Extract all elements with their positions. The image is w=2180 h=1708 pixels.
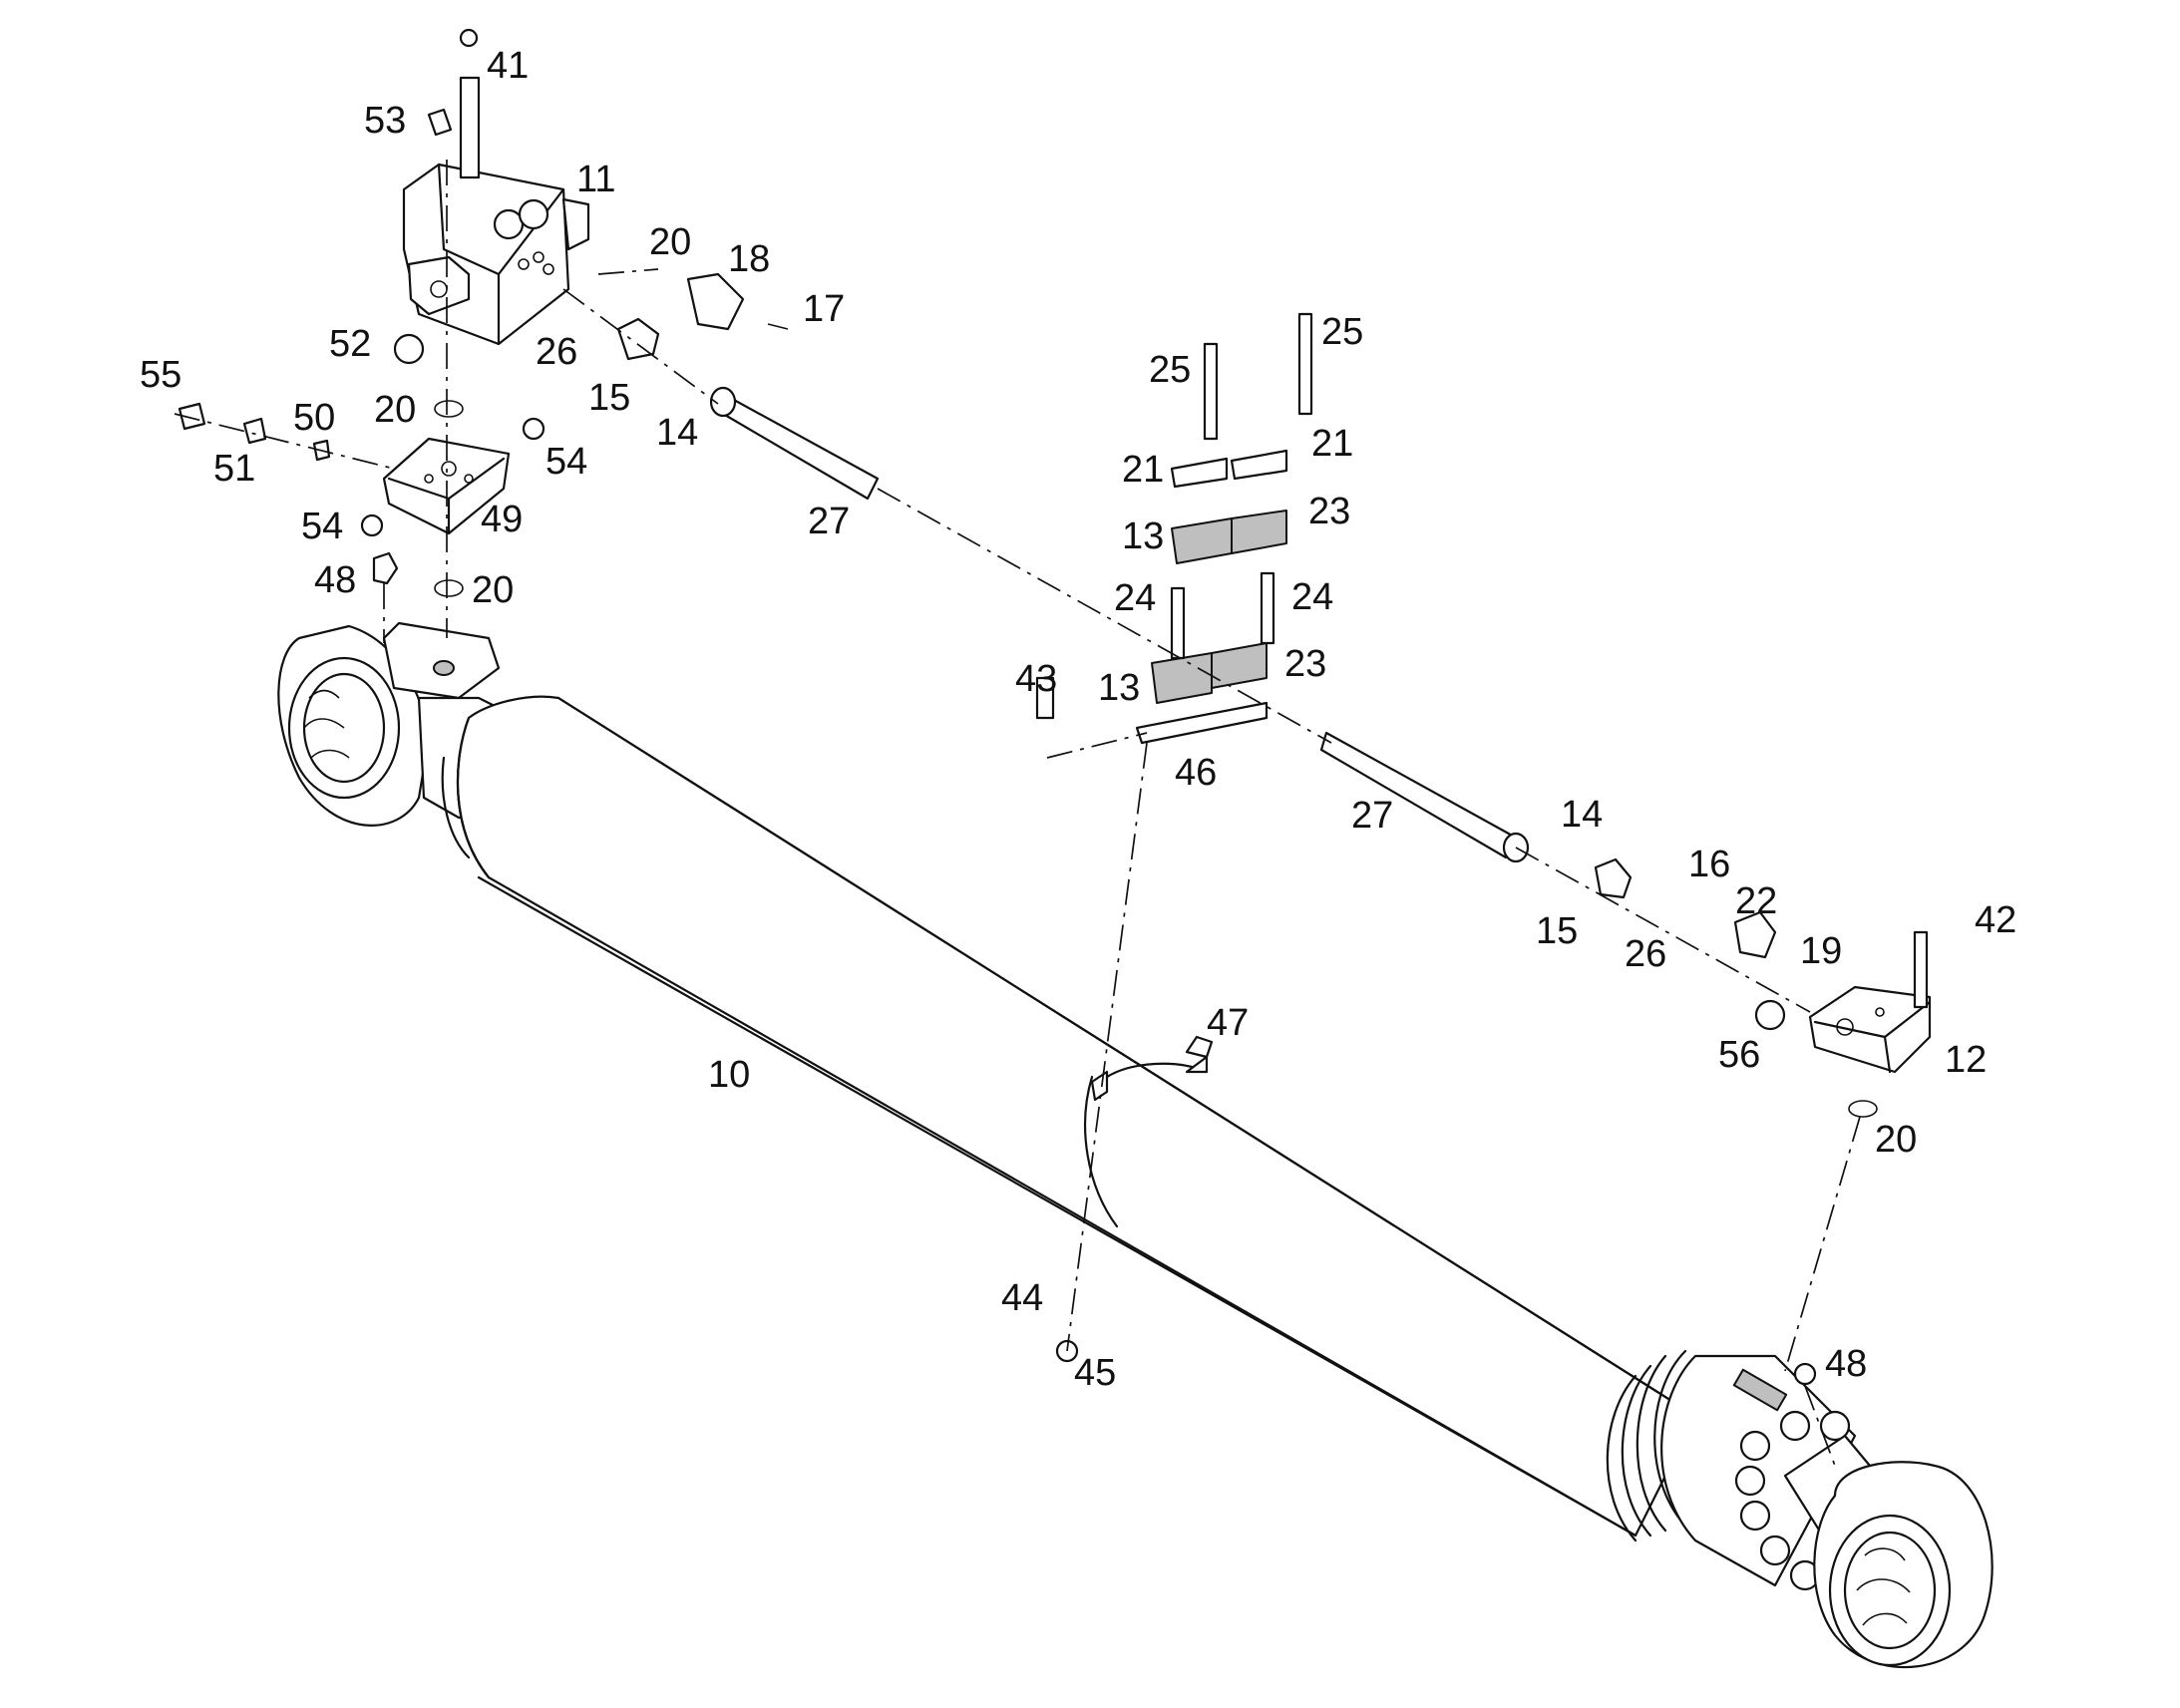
callout-15: 15 [588, 377, 630, 419]
callout-20: 20 [649, 221, 691, 263]
callout-22: 22 [1735, 880, 1777, 922]
callout-12: 12 [1945, 1039, 1987, 1081]
callout-labels: 41 53 11 20 18 17 52 26 15 14 55 50 51 2… [140, 45, 2016, 1394]
callout-56: 56 [1718, 1034, 1760, 1076]
callout-48: 48 [314, 559, 356, 601]
callout-26: 26 [1625, 933, 1666, 975]
callout-25: 25 [1149, 349, 1191, 391]
callout-41: 41 [487, 45, 529, 87]
head-port-block [1808, 985, 1932, 1074]
flange-22 [1733, 910, 1777, 959]
callout-17: 17 [803, 288, 845, 330]
pipe-lower [1319, 731, 1530, 863]
callout-13: 13 [1098, 667, 1140, 709]
gland-bolts [1734, 1410, 1851, 1591]
callout-42: 42 [1975, 899, 2016, 941]
flange-upper [686, 272, 745, 331]
cylinder-tube [277, 624, 1994, 1668]
callout-48: 48 [1825, 1343, 1867, 1385]
callout-24: 24 [1291, 576, 1333, 618]
callout-44: 44 [1001, 1277, 1043, 1319]
callout-49: 49 [481, 499, 523, 540]
callout-51: 51 [213, 448, 255, 490]
callout-43: 43 [1015, 658, 1057, 700]
callout-14: 14 [656, 412, 698, 454]
callout-24: 24 [1114, 577, 1156, 619]
callout-46: 46 [1175, 752, 1217, 794]
callout-21: 21 [1122, 449, 1164, 491]
callout-20: 20 [472, 569, 514, 611]
fittings [178, 28, 1929, 1386]
callout-54: 54 [545, 441, 587, 483]
callout-53: 53 [364, 100, 406, 142]
callout-18: 18 [728, 238, 770, 280]
callout-23: 23 [1284, 643, 1326, 685]
callout-52: 52 [329, 323, 371, 365]
callout-27: 27 [1351, 795, 1393, 837]
pipe-upper [709, 386, 880, 501]
callout-54: 54 [301, 506, 343, 547]
pipe-clamp-lower [1135, 642, 1269, 745]
callout-11: 11 [576, 159, 615, 200]
flange-15-lower [1594, 857, 1633, 899]
callout-14: 14 [1561, 794, 1603, 836]
valve-block [402, 163, 590, 346]
callout-25: 25 [1321, 311, 1363, 353]
callout-16: 16 [1688, 844, 1730, 885]
callout-55: 55 [140, 354, 182, 396]
callout-50: 50 [293, 397, 335, 439]
callout-19: 19 [1800, 930, 1842, 972]
callout-20: 20 [1875, 1119, 1917, 1161]
callout-45: 45 [1074, 1352, 1116, 1394]
callout-47: 47 [1207, 1002, 1249, 1044]
assembly-centerlines [174, 160, 1861, 1467]
callout-27: 27 [808, 501, 850, 542]
callout-23: 23 [1308, 491, 1350, 532]
callout-20: 20 [374, 389, 416, 431]
callout-10: 10 [708, 1054, 750, 1096]
callout-26: 26 [536, 331, 577, 373]
callout-21: 21 [1311, 423, 1353, 465]
pipe-clamp-upper [1170, 449, 1288, 564]
callout-13: 13 [1122, 515, 1164, 557]
flange-15-upper [616, 317, 660, 361]
callout-15: 15 [1536, 910, 1578, 952]
